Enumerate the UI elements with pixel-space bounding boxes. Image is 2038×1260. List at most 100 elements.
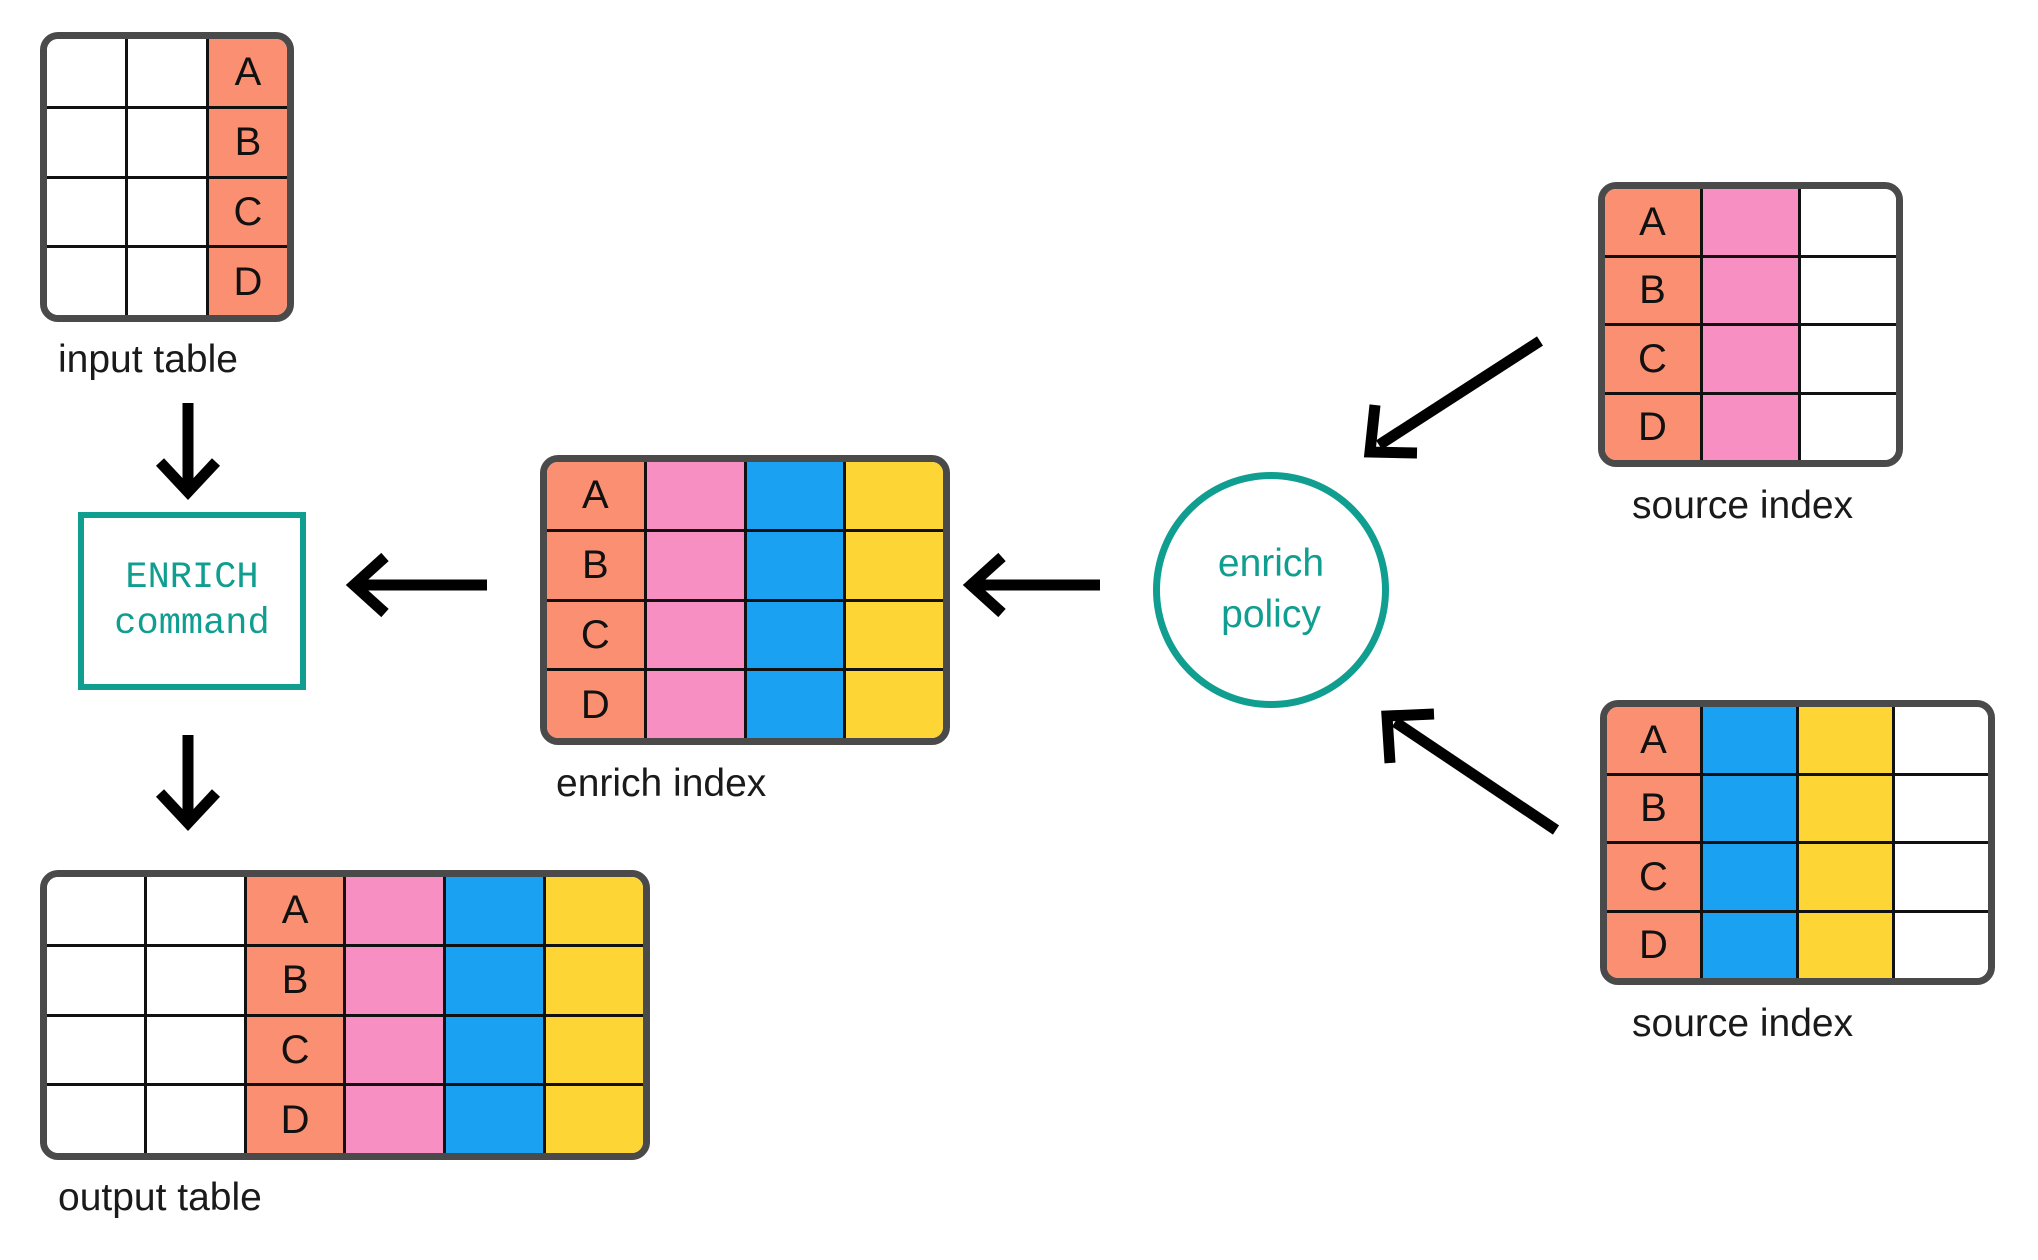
table-cell-key: D	[246, 1086, 347, 1153]
arrow-source-index-bottom-to-policy	[1381, 708, 1560, 835]
table-cell	[546, 1086, 643, 1153]
table-cell	[346, 1016, 447, 1084]
table-cell	[128, 108, 209, 176]
table-row: D	[1605, 394, 1896, 460]
arrow-enrich-index-to-command	[345, 552, 487, 618]
table-cell	[128, 178, 209, 246]
table-cell-key: C	[1605, 326, 1703, 392]
table-row: D	[547, 671, 943, 738]
table-cell-key: D	[1607, 912, 1703, 978]
enrich-command-box[interactable]: ENRICH command	[78, 512, 306, 690]
table-cell	[446, 1016, 547, 1084]
table-cell	[1703, 775, 1799, 841]
table-row: B	[47, 946, 643, 1017]
enrich-policy-line1: enrich	[1217, 542, 1325, 586]
table-cell	[1895, 844, 1988, 910]
table-cell	[646, 601, 747, 669]
table-cell	[47, 1086, 147, 1153]
table-cell	[1801, 326, 1896, 392]
table-cell	[346, 877, 447, 944]
table-cell-key: D	[1605, 394, 1703, 460]
table-cell-key: B	[547, 531, 647, 599]
table-cell	[1799, 707, 1895, 773]
table-cell-key: B	[246, 946, 347, 1014]
table-cell	[1703, 844, 1799, 910]
output-table-caption: output table	[58, 1176, 262, 1219]
table-cell	[146, 1086, 247, 1153]
table-cell	[47, 877, 147, 944]
table-row: B	[547, 531, 943, 602]
arrow-source-index-top-to-policy	[1363, 336, 1543, 459]
table-cell	[146, 946, 247, 1014]
table-cell	[1703, 394, 1801, 460]
table-cell	[746, 601, 847, 669]
table-cell	[1703, 326, 1801, 392]
table-row: C	[47, 178, 287, 249]
table-cell	[846, 671, 943, 738]
table-cell-key: C	[1607, 844, 1703, 910]
table-cell	[47, 108, 128, 176]
table-cell	[1801, 189, 1896, 255]
table-cell-key: C	[209, 178, 287, 246]
table-row: B	[1607, 775, 1988, 844]
source-index-top-caption: source index	[1632, 484, 1854, 527]
table-cell	[846, 462, 943, 529]
table-row: B	[1605, 257, 1896, 326]
table-row: A	[1607, 707, 1988, 776]
table-cell	[746, 671, 847, 738]
table-cell-key: B	[1607, 775, 1703, 841]
table-cell	[128, 39, 209, 106]
table-cell	[128, 248, 209, 315]
enrich-index-caption: enrich index	[556, 762, 767, 805]
table-cell	[1703, 912, 1799, 978]
table-cell	[546, 1016, 643, 1084]
table-cell	[346, 1086, 447, 1153]
table-cell	[846, 531, 943, 599]
table-cell	[846, 601, 943, 669]
table-cell	[546, 877, 643, 944]
table-cell	[1895, 775, 1988, 841]
table-cell	[746, 531, 847, 599]
table-cell	[646, 462, 747, 529]
table-cell	[1801, 257, 1896, 323]
table-cell-key: C	[246, 1016, 347, 1084]
table-cell	[1895, 912, 1988, 978]
table-cell	[1799, 844, 1895, 910]
table-cell-key: A	[547, 462, 647, 529]
table-cell	[446, 1086, 547, 1153]
table-cell-key: A	[246, 877, 347, 944]
table-cell	[646, 671, 747, 738]
table-row: C	[1607, 844, 1988, 913]
table-cell-key: A	[209, 39, 287, 106]
table-cell	[47, 248, 128, 315]
table-cell	[47, 178, 128, 246]
table-cell	[1703, 189, 1801, 255]
table-cell	[1895, 707, 1988, 773]
table-cell	[47, 39, 128, 106]
table-row: C	[547, 601, 943, 672]
table-cell	[1703, 707, 1799, 773]
table-cell	[446, 877, 547, 944]
table-cell	[746, 462, 847, 529]
enrich-command-line1: ENRICH	[125, 556, 259, 599]
table-cell	[446, 946, 547, 1014]
table-row: A	[47, 877, 643, 947]
arrow-command-to-output	[155, 735, 221, 832]
enrich-policy-node[interactable]: enrich policy	[1153, 472, 1389, 708]
arrow-input-to-command	[155, 403, 221, 501]
table-row: D	[47, 1086, 643, 1153]
table-cell	[646, 531, 747, 599]
table-cell	[1799, 912, 1895, 978]
table-row: A	[547, 462, 943, 532]
source-index-bottom-caption: source index	[1632, 1002, 1854, 1045]
enrich-command-line2: command	[114, 603, 270, 645]
table-cell	[47, 946, 147, 1014]
table-cell-key: C	[547, 601, 647, 669]
table-cell	[1799, 775, 1895, 841]
